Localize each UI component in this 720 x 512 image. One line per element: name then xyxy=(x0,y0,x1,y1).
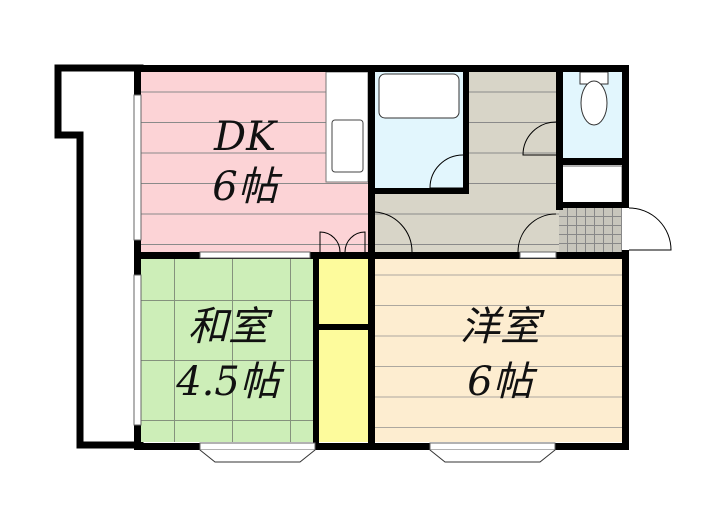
dk-name: DK xyxy=(213,114,278,160)
window-sills xyxy=(199,449,556,463)
hall-door-icon xyxy=(374,211,413,253)
room-dk[interactable]: DK 6帖 xyxy=(140,71,370,255)
bath-door-icon xyxy=(429,154,464,189)
dk-door-icon xyxy=(319,231,366,253)
closet-door-icon xyxy=(517,213,557,253)
room-washitsu[interactable]: 和室 4.5帖 xyxy=(140,258,316,442)
toilet-room[interactable] xyxy=(562,71,622,162)
room-yoshitsu[interactable]: 洋室 6帖 xyxy=(373,258,625,442)
bathroom[interactable] xyxy=(373,72,468,192)
entrance[interactable] xyxy=(559,207,622,255)
washitsu-size: 4.5帖 xyxy=(175,359,285,405)
washitsu-name: 和室 xyxy=(188,304,273,350)
bathtub-icon xyxy=(378,73,460,119)
doors[interactable] xyxy=(319,121,672,253)
closet[interactable] xyxy=(318,258,370,442)
toilet-icon xyxy=(580,80,608,126)
entrance-door-icon xyxy=(628,207,672,251)
balcony xyxy=(54,64,144,449)
dk-size: 6帖 xyxy=(212,164,282,210)
yoshitsu-size: 6帖 xyxy=(467,359,537,405)
yoshitsu-name: 洋室 xyxy=(460,304,545,350)
sink-icon xyxy=(331,119,364,173)
storage xyxy=(561,165,623,205)
toilet-door-icon xyxy=(522,121,557,156)
walls xyxy=(134,65,629,450)
